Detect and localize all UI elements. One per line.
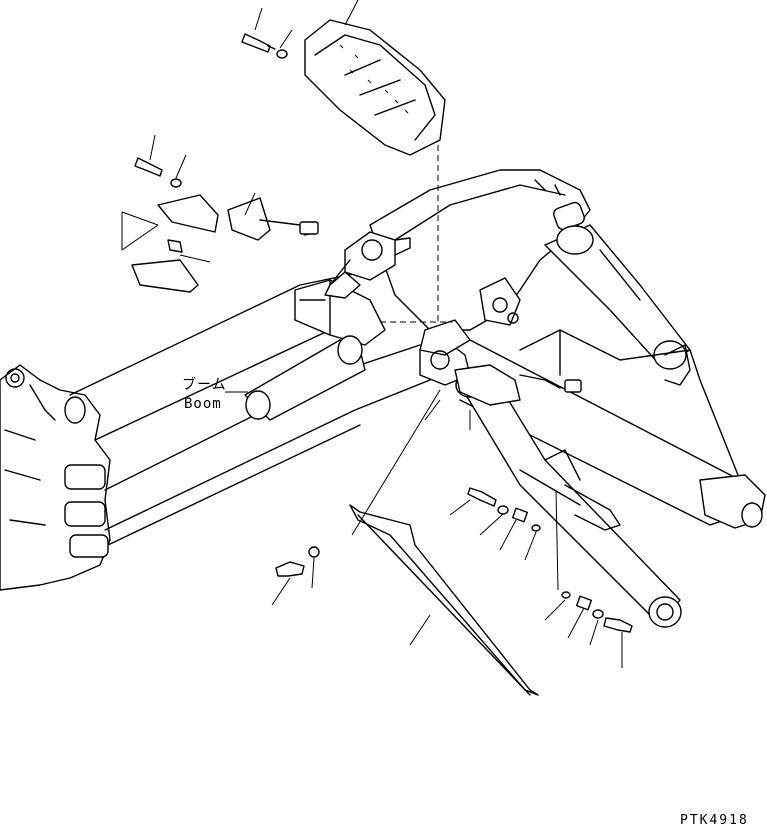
washer-icon (561, 591, 571, 599)
nut-icon (575, 595, 593, 611)
washer-icon (170, 178, 182, 188)
bolt-icon (134, 157, 163, 177)
drawing-code: PTK4918 (680, 813, 749, 828)
leader-dashed (380, 145, 452, 323)
washer-icon (592, 609, 604, 619)
boom-structure (0, 259, 431, 591)
washer-icon (497, 505, 509, 515)
bolt-icon (603, 617, 633, 633)
washer-icon (308, 546, 320, 558)
cover-plates (131, 19, 582, 696)
callout-lines (121, 0, 623, 668)
boom-foot-joint (324, 231, 521, 386)
bolt-icon (275, 561, 305, 577)
hardware (134, 33, 633, 633)
arm-structure (369, 169, 766, 529)
bolt-icon (167, 239, 183, 253)
washer-icon (531, 524, 541, 532)
bolt-icon (467, 487, 497, 507)
washer-icon (276, 49, 288, 59)
bolt-icon (241, 33, 276, 53)
boom-label-jp: ブーム (182, 376, 227, 393)
nut-icon (511, 507, 529, 523)
boom-label-en: Boom (184, 396, 222, 412)
